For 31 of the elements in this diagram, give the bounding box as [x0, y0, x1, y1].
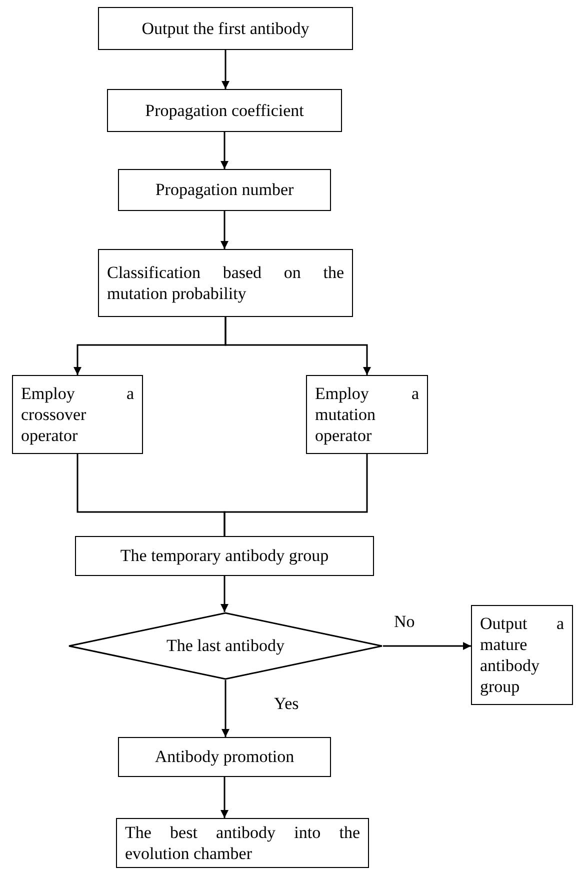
process-box: [98, 7, 353, 50]
process-box: [12, 375, 143, 454]
process-box: [116, 818, 369, 868]
arrow: [220, 132, 228, 169]
box-text: The last antibody: [166, 635, 285, 657]
box-text: The best antibody into the evolution chamber: [125, 822, 360, 864]
process-box: [118, 169, 331, 211]
arrow: [383, 642, 471, 650]
process-box: [98, 249, 353, 317]
process-box: [118, 737, 331, 777]
box-text: Output the first antibody: [142, 18, 310, 40]
arrow: [224, 317, 371, 375]
box-text: Propagation number: [155, 179, 294, 201]
box-text: The temporary antibody group: [120, 545, 329, 567]
arrow: [220, 576, 228, 612]
connector-line: [224, 454, 368, 536]
decision-diamond: [68, 612, 383, 680]
box-text: Propagation coefficient: [145, 100, 304, 122]
box-text: Antibody promotion: [154, 746, 294, 768]
arrow: [220, 211, 228, 249]
process-box: [75, 536, 374, 576]
arrow: [222, 680, 230, 737]
arrow: [222, 50, 230, 89]
process-box: [107, 89, 342, 132]
box-text: Classification based on the mutation probability: [107, 262, 344, 304]
box-text: Employ a crossover operator: [21, 382, 134, 446]
box-text: Employ a mutation operator: [315, 382, 419, 446]
box-text: Output a mature antibody group: [480, 612, 564, 698]
arrow: [220, 777, 228, 818]
process-box: [306, 375, 428, 454]
process-box: [471, 605, 573, 705]
